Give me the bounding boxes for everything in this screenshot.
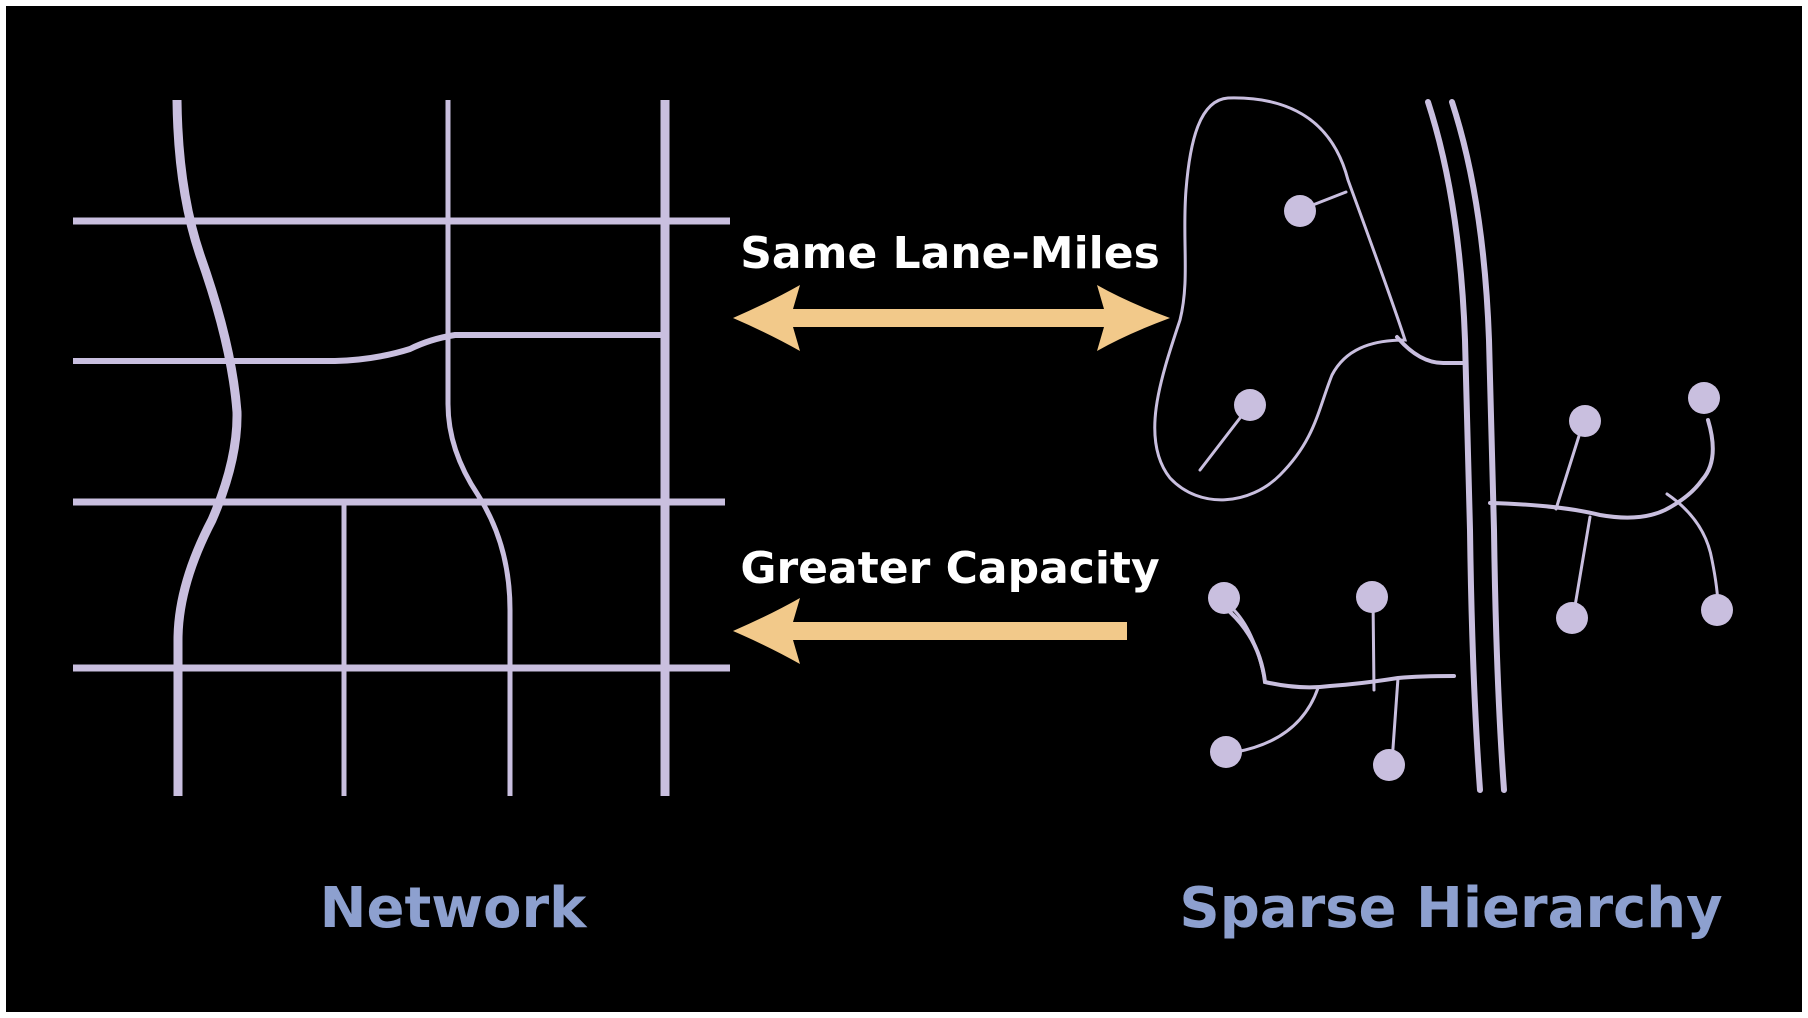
loop-road [1174,102,1190,120]
left-arrow-icon [733,598,1127,664]
node-icon [1569,405,1601,437]
highway-line-right [1449,99,1507,793]
grid-street-h2 [73,332,662,364]
node-icon [1556,602,1588,634]
highway-line-left [1425,99,1483,793]
branch-right-stem-b [1572,515,1592,614]
sparse-hierarchy-caption: Sparse Hierarchy [1179,876,1722,941]
node-icon [1701,594,1733,626]
node-icon [1210,736,1242,768]
node-icon [1688,382,1720,414]
branch-right-stem-c [1665,492,1720,610]
top-arrow-label: Same Lane-Miles [740,228,1160,279]
network-grid [73,99,730,796]
destination-nodes [1208,195,1733,781]
diagram-frame [6,6,1802,1012]
grid-street-v2 [445,100,513,796]
bottom-arrow-label: Greater Capacity [740,543,1159,594]
sparse-hierarchy [1153,96,1720,793]
double-arrow-icon [733,285,1170,351]
node-icon [1356,581,1388,613]
arrows [733,285,1170,664]
branch-left-stem-b [1390,676,1400,764]
node-icon [1208,582,1240,614]
branch-right-main [1488,418,1715,520]
loop-road-outline [1153,96,1408,502]
branch-left-stem-c [1234,686,1320,754]
branch-left-main-2 [1230,606,1267,684]
branch-left-stem-a [1371,596,1376,692]
network-caption: Network [320,876,588,941]
loop-connector [1395,335,1467,366]
node-icon [1373,749,1405,781]
node-icon [1234,389,1266,421]
node-icon [1284,195,1316,227]
grid-street-v1 [172,99,242,796]
